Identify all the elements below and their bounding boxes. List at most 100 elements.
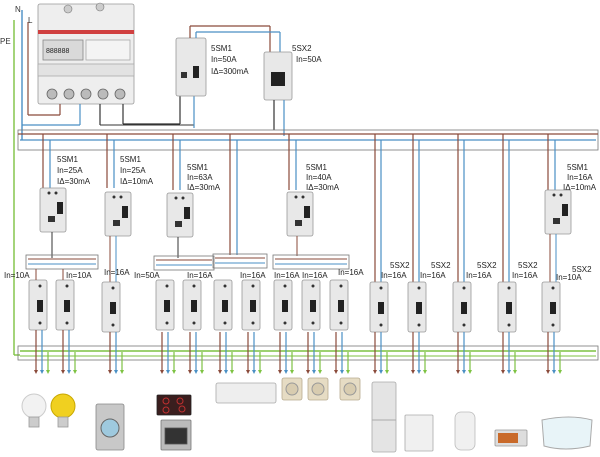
breaker-label: In=50A (134, 271, 160, 280)
rcd-toggle (304, 206, 310, 218)
breaker-screw (379, 323, 383, 327)
refrigerator-icon (371, 381, 397, 453)
cooktop-burner (176, 397, 184, 405)
main-rcd-leakage: IΔ=300mA (211, 67, 249, 76)
breaker-screw (283, 284, 287, 288)
arrow-pe-icon (290, 370, 294, 374)
rcd-toggle (193, 66, 199, 78)
breaker-toggle (416, 302, 422, 314)
meter-terminal (95, 2, 105, 12)
rcd3-leakage: IΔ=30mA (187, 183, 221, 192)
rcd-toggle (562, 204, 568, 216)
meter-terminal (63, 4, 73, 14)
breaker-label: In=10A (66, 271, 92, 280)
washing-machine-door (100, 418, 120, 438)
arrow-pe-icon (200, 370, 204, 374)
arrow-n-icon (462, 370, 466, 374)
breaker-toggle (506, 302, 512, 314)
main-breaker-rating: In=50A (296, 55, 322, 64)
rcd-test-button (175, 221, 182, 227)
arrow-n-icon (67, 370, 71, 374)
standalone-breaker-model: 5SX2 (572, 265, 592, 274)
breaker-screw (507, 286, 511, 290)
arrow-pe-icon (258, 370, 262, 374)
cooktop-icon (156, 394, 192, 416)
breaker-screw (38, 284, 42, 288)
arrow-pe-icon (230, 370, 234, 374)
socket-face (285, 382, 299, 396)
arrow-n-icon (379, 370, 383, 374)
pe-wire-label: PE (0, 37, 11, 46)
breaker-toggle (37, 300, 43, 312)
distribution-bus (17, 129, 599, 151)
breaker-toggle (110, 302, 116, 314)
breaker-screw (417, 286, 421, 290)
breaker-screw (38, 321, 42, 325)
arrow-n-icon (252, 370, 256, 374)
cooktop-burner (162, 397, 170, 405)
rcd-toggle (184, 207, 190, 219)
breaker-toggle (378, 302, 384, 314)
group-bus (25, 254, 99, 270)
water-heater-icon (454, 411, 476, 451)
microwave-window (498, 433, 518, 443)
arrow-n-icon (552, 370, 556, 374)
light-bulb-yellow-icon (50, 393, 76, 419)
breaker-label: In=16A (187, 271, 213, 280)
arrow-pe-icon (73, 370, 77, 374)
breaker-screw (339, 321, 343, 325)
breaker-screw (192, 284, 196, 288)
breaker-toggle (164, 300, 170, 312)
standalone-breaker-model: 5SX2 (518, 261, 538, 270)
arrow-l-icon (34, 370, 38, 374)
arrow-pe-icon (468, 370, 472, 374)
arrow-n-icon (284, 370, 288, 374)
breaker-screw (311, 321, 315, 325)
rcd-test-button (553, 218, 560, 224)
arrow-pe-icon (318, 370, 322, 374)
breaker-toggle (461, 302, 467, 314)
arrow-n-icon (417, 370, 421, 374)
arrow-pe-icon (46, 370, 50, 374)
meter-terminal (114, 88, 126, 100)
arrow-n-icon (224, 370, 228, 374)
breaker-screw (192, 321, 196, 325)
standalone-breaker-rating: In=16A (381, 271, 407, 280)
rcd5-rating: In=40A (306, 173, 332, 182)
arrow-l-icon (160, 370, 164, 374)
rcd1-model: 5SM1 (57, 155, 78, 164)
arrow-n-icon (340, 370, 344, 374)
rcd-screw (552, 193, 556, 197)
l-wire-label: L (28, 16, 33, 25)
meter-terminal (46, 88, 58, 100)
breaker-toggle (64, 300, 70, 312)
arrow-l-icon (306, 370, 310, 374)
breaker-label: In=16A (302, 271, 328, 280)
arrow-pe-icon (346, 370, 350, 374)
arrow-l-icon (456, 370, 460, 374)
rcd-test-button (295, 220, 302, 226)
breaker-screw (551, 323, 555, 327)
rcd-screw (301, 195, 305, 199)
rcd-test-button (48, 216, 55, 222)
rcd-screw (559, 193, 563, 197)
standalone-breaker-rating: In=16A (512, 271, 538, 280)
cooktop-burner (178, 405, 186, 413)
rcd-group-5 (286, 191, 314, 237)
arrow-n-icon (312, 370, 316, 374)
meter-terminal (97, 88, 109, 100)
arrow-pe-icon (120, 370, 124, 374)
group-bus (272, 254, 350, 270)
arrow-pe-icon (423, 370, 427, 374)
bulb-base (57, 416, 69, 428)
arrow-l-icon (501, 370, 505, 374)
cooktop-burner (162, 406, 170, 414)
standalone-breaker-model: 5SX2 (477, 261, 497, 270)
n-wire-label: N (15, 5, 21, 14)
meter-band (37, 63, 135, 77)
breaker-screw (462, 286, 466, 290)
arrow-pe-icon (385, 370, 389, 374)
arrow-n-icon (114, 370, 118, 374)
arrow-l-icon (334, 370, 338, 374)
